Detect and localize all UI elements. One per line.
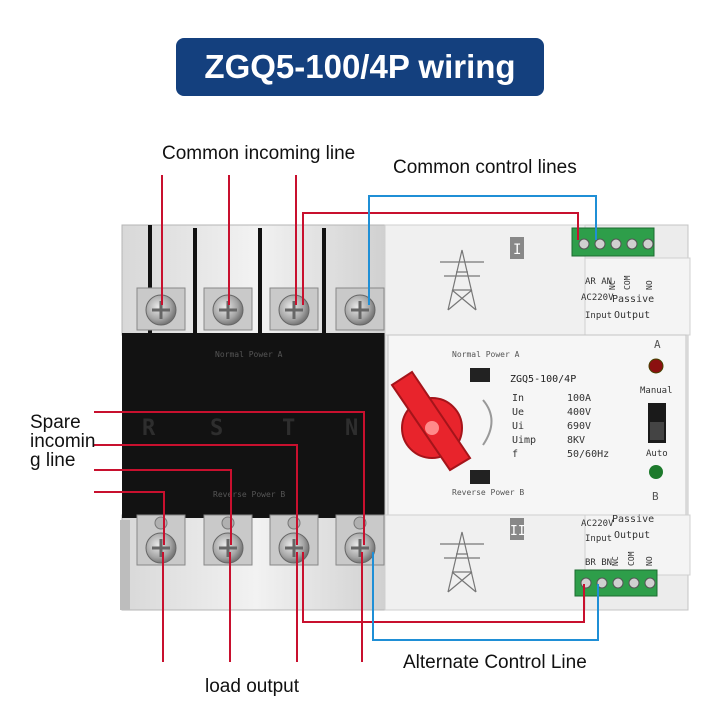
bottom-input-label: Input	[585, 534, 612, 544]
top-output-label: Output	[614, 310, 650, 321]
phase-r-letter: R	[142, 416, 156, 441]
spare-incoming-label: Spare incomin g line	[30, 413, 95, 470]
bottom-output-label: Output	[614, 530, 650, 541]
spare-label-line: g line	[30, 450, 76, 471]
top-terminals	[136, 287, 385, 331]
spec-key: Uimp	[512, 435, 536, 446]
spec-table: In 100A Ue 400V Ui 690V Uimp 8KV f 50/60…	[512, 393, 609, 460]
load-output-label: load output	[205, 676, 300, 697]
spec-value: 50/60Hz	[567, 449, 609, 460]
controller-unit: I AR AN NC COM NO AC220V Passive Input O…	[384, 224, 691, 611]
common-incoming-label: Common incoming line	[162, 143, 356, 164]
roman-two-label: II	[510, 524, 526, 539]
br-bn-label: BR BN	[585, 558, 612, 568]
black-cover	[122, 333, 392, 518]
pylon-icon-bottom	[440, 531, 484, 593]
indicator-a-light	[648, 358, 664, 374]
common-control-label: Common control lines	[393, 157, 577, 178]
alternate-control-label: Alternate Control Line	[403, 652, 587, 673]
wires	[94, 175, 599, 662]
ar-an-label: AR AN	[585, 277, 612, 287]
bottom-no-label: NO	[645, 556, 654, 566]
bottom-passive-label: Passive	[612, 514, 654, 525]
panel-normal-power: Normal Power A	[452, 350, 520, 359]
top-ac-label: AC220V	[581, 293, 614, 303]
pylon-icon	[440, 249, 484, 311]
spec-key: f	[512, 449, 518, 460]
spec-value: 100A	[567, 393, 591, 404]
page-title: ZGQ5-100/4P wiring	[176, 38, 544, 96]
spec-key: Ue	[512, 407, 524, 418]
spec-key: In	[512, 393, 524, 404]
roman-one-label: I	[513, 242, 521, 258]
phase-s-letter: S	[210, 416, 223, 441]
top-input-label: Input	[585, 311, 612, 321]
panel-model: ZGQ5-100/4P	[510, 374, 576, 385]
auto-label: Auto	[646, 449, 668, 459]
indicator-b-light	[649, 465, 663, 479]
spec-value: 690V	[567, 421, 591, 432]
normal-power-label: Normal Power A	[215, 350, 283, 359]
manual-label: Manual	[640, 386, 673, 396]
spec-value: 400V	[567, 407, 591, 418]
top-no-label: NO	[645, 280, 654, 290]
top-nc-label: NC	[608, 280, 617, 290]
indicator-a-label: A	[654, 338, 661, 351]
spare-label-line: incomin	[30, 431, 96, 452]
top-com-label: COM	[623, 275, 632, 290]
spare-label-line: Spare	[30, 412, 81, 433]
indicator-b-label: B	[652, 490, 659, 503]
spec-key: Ui	[512, 421, 524, 432]
bottom-nc-label: NC	[611, 556, 620, 566]
phase-n-letter: N	[345, 416, 358, 441]
bottom-ac-label: AC220V	[581, 519, 614, 529]
reverse-power-label: Reverse Power B	[213, 490, 285, 499]
top-passive-label: Passive	[612, 294, 654, 305]
breaker-body: Normal Power A Reverse Power B R S T N	[120, 224, 392, 611]
roman-two-badge	[510, 518, 524, 540]
panel-reverse-power: Reverse Power B	[452, 488, 524, 497]
roman-one-badge	[510, 237, 524, 259]
rotate-arrow-icon	[482, 399, 493, 446]
transfer-handle[interactable]	[390, 370, 472, 472]
window-a	[470, 368, 490, 382]
bottom-com-label: COM	[627, 551, 636, 566]
window-b	[470, 470, 490, 484]
phase-t-letter: T	[282, 416, 295, 441]
spec-value: 8KV	[567, 435, 585, 446]
